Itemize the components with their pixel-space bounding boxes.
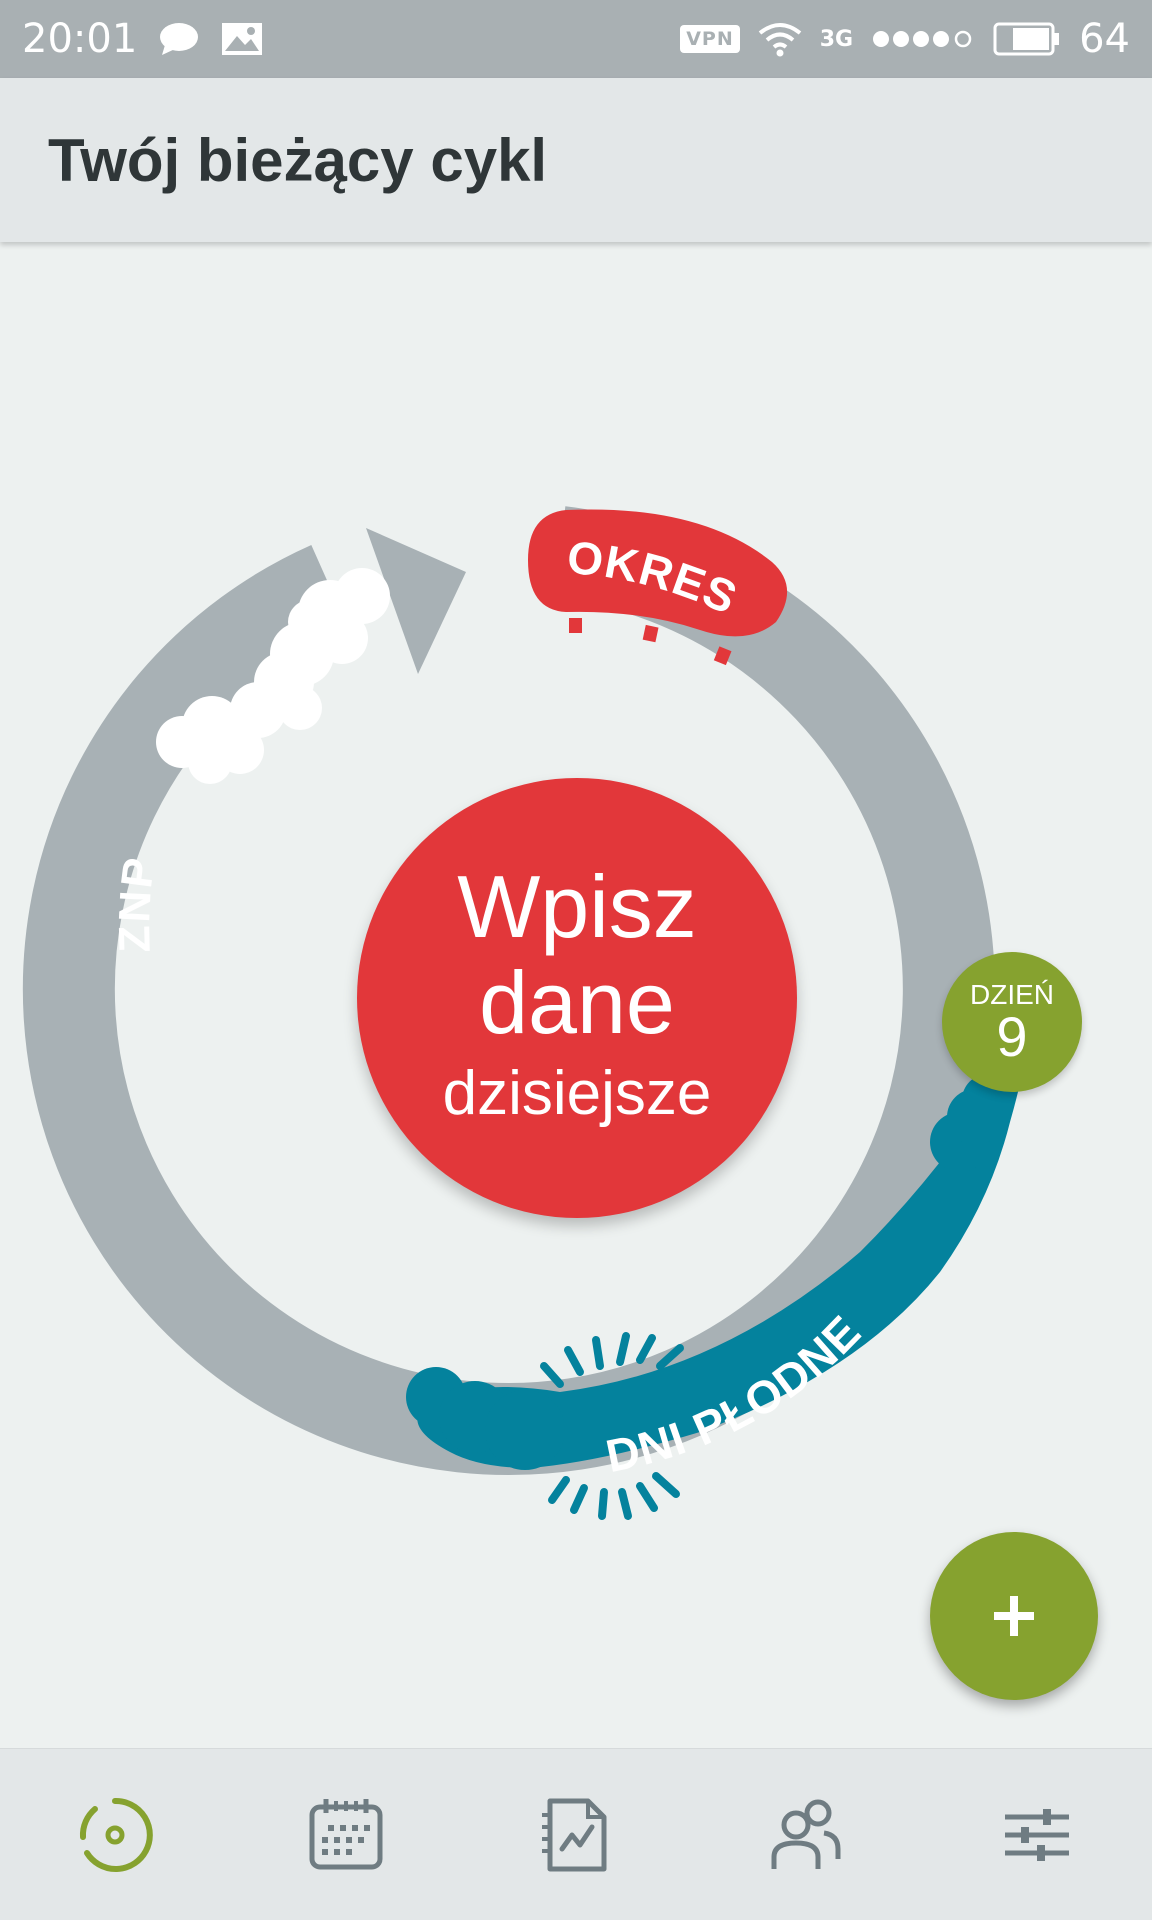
- period-drop: [713, 646, 732, 666]
- enter-today-data-button[interactable]: Wpisz dane dzisiejsze: [357, 778, 797, 1218]
- nav-item-settings[interactable]: [977, 1775, 1097, 1895]
- pms-label-path: ZNP: [110, 853, 163, 953]
- wifi-icon: [758, 23, 801, 57]
- ovulation-burst: [540, 1332, 684, 1520]
- add-button[interactable]: [930, 1532, 1098, 1700]
- period-drop: [642, 624, 659, 643]
- status-right: VPN 3G 64: [680, 16, 1130, 62]
- cycle-view: OKRES ZNP: [0, 242, 1152, 1742]
- network-label: 3G: [819, 26, 854, 52]
- nav-item-charts[interactable]: [516, 1775, 636, 1895]
- settings-sliders-icon: [1004, 1808, 1069, 1861]
- image-icon: [222, 23, 263, 55]
- calendar-icon: [309, 1798, 383, 1869]
- pms-label: ZNP: [110, 853, 165, 953]
- app-bar: Twój bieżący cykl: [0, 78, 1152, 242]
- center-text-line2: dane: [479, 953, 675, 1052]
- nav-item-calendar[interactable]: [286, 1775, 406, 1895]
- period-segment: [528, 509, 788, 637]
- chart-document-icon: [541, 1798, 607, 1871]
- cycle-arrow-head: [366, 528, 466, 674]
- cycle-ring: OKRES ZNP: [22, 506, 1030, 1520]
- day-number: 9: [996, 1005, 1028, 1068]
- nav-item-contacts[interactable]: [746, 1775, 866, 1895]
- message-icon: [160, 23, 199, 55]
- vpn-badge: VPN: [680, 25, 740, 53]
- center-text-line3: dzisiejsze: [442, 1059, 712, 1128]
- plus-icon: [994, 1596, 1034, 1636]
- period-drop: [569, 618, 582, 633]
- cycle-icon: [80, 1797, 153, 1872]
- pms-clouds: [156, 568, 390, 784]
- contacts-icon: [771, 1799, 841, 1869]
- page-title: Twój bieżący cykl: [48, 126, 548, 194]
- signal-dots-icon: [873, 30, 972, 48]
- nav-item-cycle[interactable]: [55, 1775, 175, 1895]
- battery-level: 64: [1079, 16, 1130, 62]
- status-bar: 20:01 VPN 3G: [0, 0, 1152, 78]
- status-time: 20:01: [22, 16, 138, 62]
- status-left: 20:01: [22, 16, 263, 62]
- center-text-line1: Wpisz: [457, 857, 697, 956]
- current-day-badge: DZIEŃ 9: [942, 952, 1082, 1092]
- day-label: DZIEŃ: [970, 979, 1054, 1010]
- battery-icon: [993, 22, 1060, 56]
- bottom-nav: [0, 1748, 1152, 1920]
